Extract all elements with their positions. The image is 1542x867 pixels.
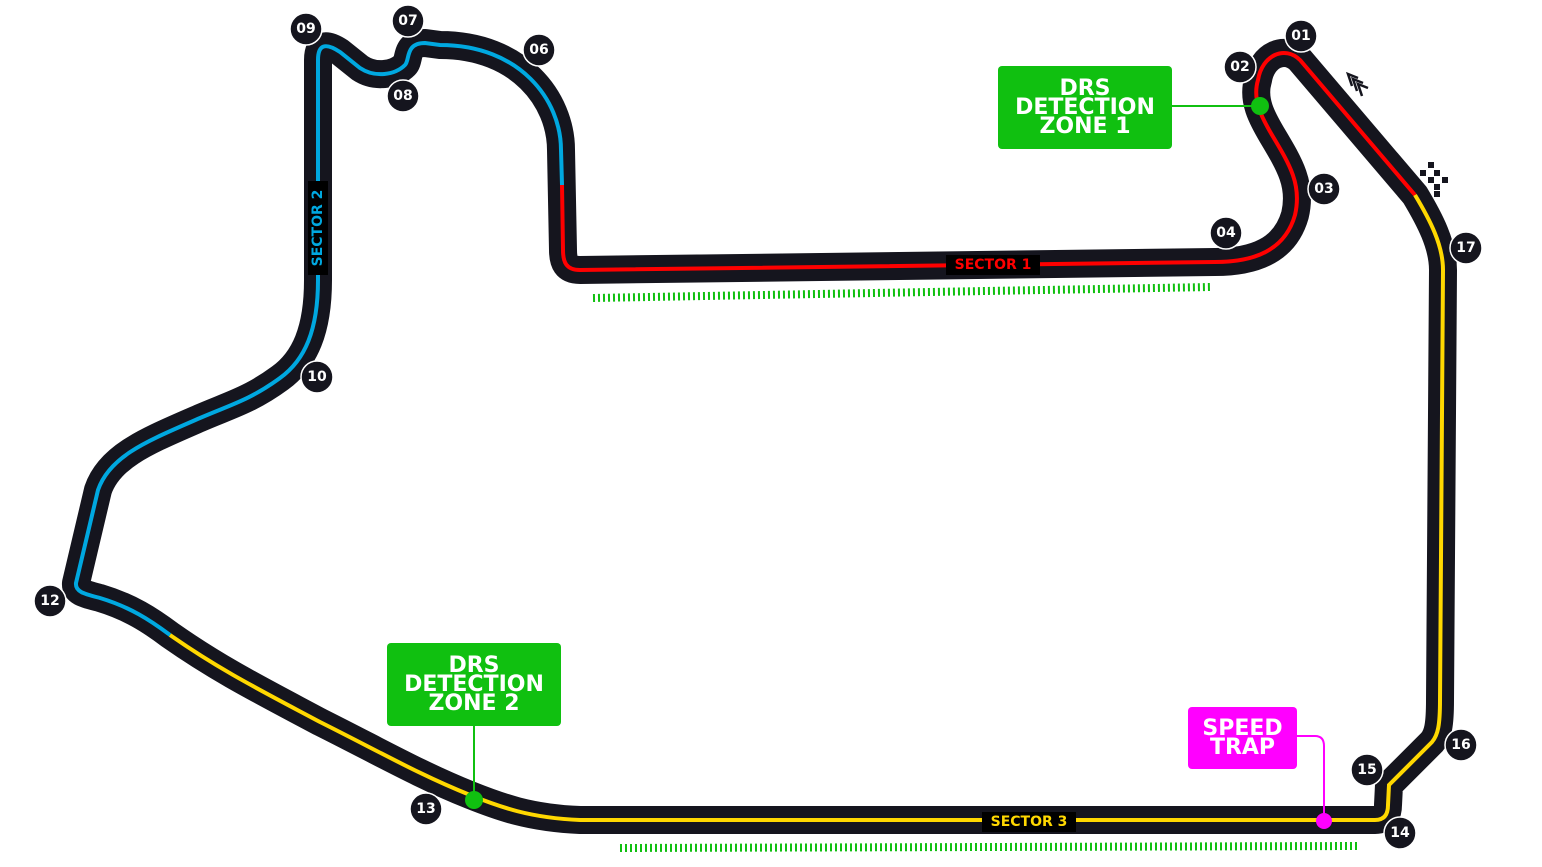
turn-number: 07 xyxy=(398,13,417,29)
turn-marker-10: 10 xyxy=(300,360,334,394)
speed-trap-line1: SPEED xyxy=(1202,716,1283,741)
drs-2-line2: DETECTION xyxy=(404,672,544,697)
turn-number: 06 xyxy=(529,42,548,58)
turn-marker-01: 01 xyxy=(1284,19,1318,53)
turn-marker-08: 08 xyxy=(386,79,420,113)
drs-2-line3: ZONE 2 xyxy=(428,691,520,716)
turn-number: 02 xyxy=(1230,59,1249,75)
turn-marker-06: 06 xyxy=(522,33,556,67)
speed-trap-label: SPEED TRAP xyxy=(1188,707,1297,769)
turn-marker-02: 02 xyxy=(1223,50,1257,84)
drs-2-detection-point xyxy=(465,791,483,809)
turn-number: 15 xyxy=(1357,762,1376,778)
turn-marker-17: 17 xyxy=(1449,231,1483,265)
turn-number: 09 xyxy=(296,21,315,37)
turn-marker-16: 16 xyxy=(1444,728,1478,762)
drs-1-line2: DETECTION xyxy=(1015,95,1155,120)
drs-detection-zone-2-label: DRS DETECTION ZONE 2 xyxy=(387,643,561,726)
speed-trap-point xyxy=(1316,813,1332,829)
drs-2-line1: DRS xyxy=(448,653,500,678)
sector-2-line xyxy=(73,40,564,637)
svg-text:SECTOR 1: SECTOR 1 xyxy=(955,257,1032,273)
speed-trap-line2: TRAP xyxy=(1209,735,1276,760)
drs-1-line3: ZONE 1 xyxy=(1039,114,1131,139)
drs-detection-zone-1-label: DRS DETECTION ZONE 1 xyxy=(998,66,1172,149)
speed-trap-connector xyxy=(1296,735,1325,820)
drs-zone-1-marker xyxy=(592,283,1212,302)
turn-number: 10 xyxy=(307,369,327,385)
turn-marker-03: 03 xyxy=(1307,172,1341,206)
turn-number: 17 xyxy=(1456,240,1475,256)
direction-chevrons-icon xyxy=(1345,71,1369,97)
sector-3-label: SECTOR 3 xyxy=(982,812,1076,832)
turn-number: 14 xyxy=(1390,825,1410,841)
turn-number: 16 xyxy=(1451,737,1470,753)
sector-1-label: SECTOR 1 xyxy=(946,255,1040,275)
chequered-flag-icon xyxy=(1420,162,1448,197)
turn-number: 04 xyxy=(1216,225,1236,241)
turn-number: 08 xyxy=(393,88,412,104)
turn-marker-14: 14 xyxy=(1383,816,1417,850)
svg-text:SECTOR 3: SECTOR 3 xyxy=(991,814,1068,830)
turn-marker-04: 04 xyxy=(1209,216,1243,250)
turn-number: 03 xyxy=(1314,181,1333,197)
sector-1-line xyxy=(560,50,1417,273)
turn-marker-15: 15 xyxy=(1350,753,1384,787)
turn-marker-12: 12 xyxy=(33,584,67,618)
turn-number: 01 xyxy=(1291,28,1310,44)
turn-marker-13: 13 xyxy=(409,792,443,826)
turn-marker-07: 07 xyxy=(391,4,425,38)
sector-2-label: SECTOR 2 xyxy=(308,181,328,275)
drs-1-detection-point xyxy=(1251,97,1269,115)
turn-marker-09: 09 xyxy=(289,12,323,46)
svg-text:SECTOR 2: SECTOR 2 xyxy=(310,190,326,267)
drs-zone-2-marker xyxy=(619,842,1358,852)
drs-1-line1: DRS xyxy=(1059,76,1111,101)
turn-number: 12 xyxy=(40,593,59,609)
turn-number: 13 xyxy=(416,801,435,817)
sector-3-line xyxy=(168,193,1446,822)
